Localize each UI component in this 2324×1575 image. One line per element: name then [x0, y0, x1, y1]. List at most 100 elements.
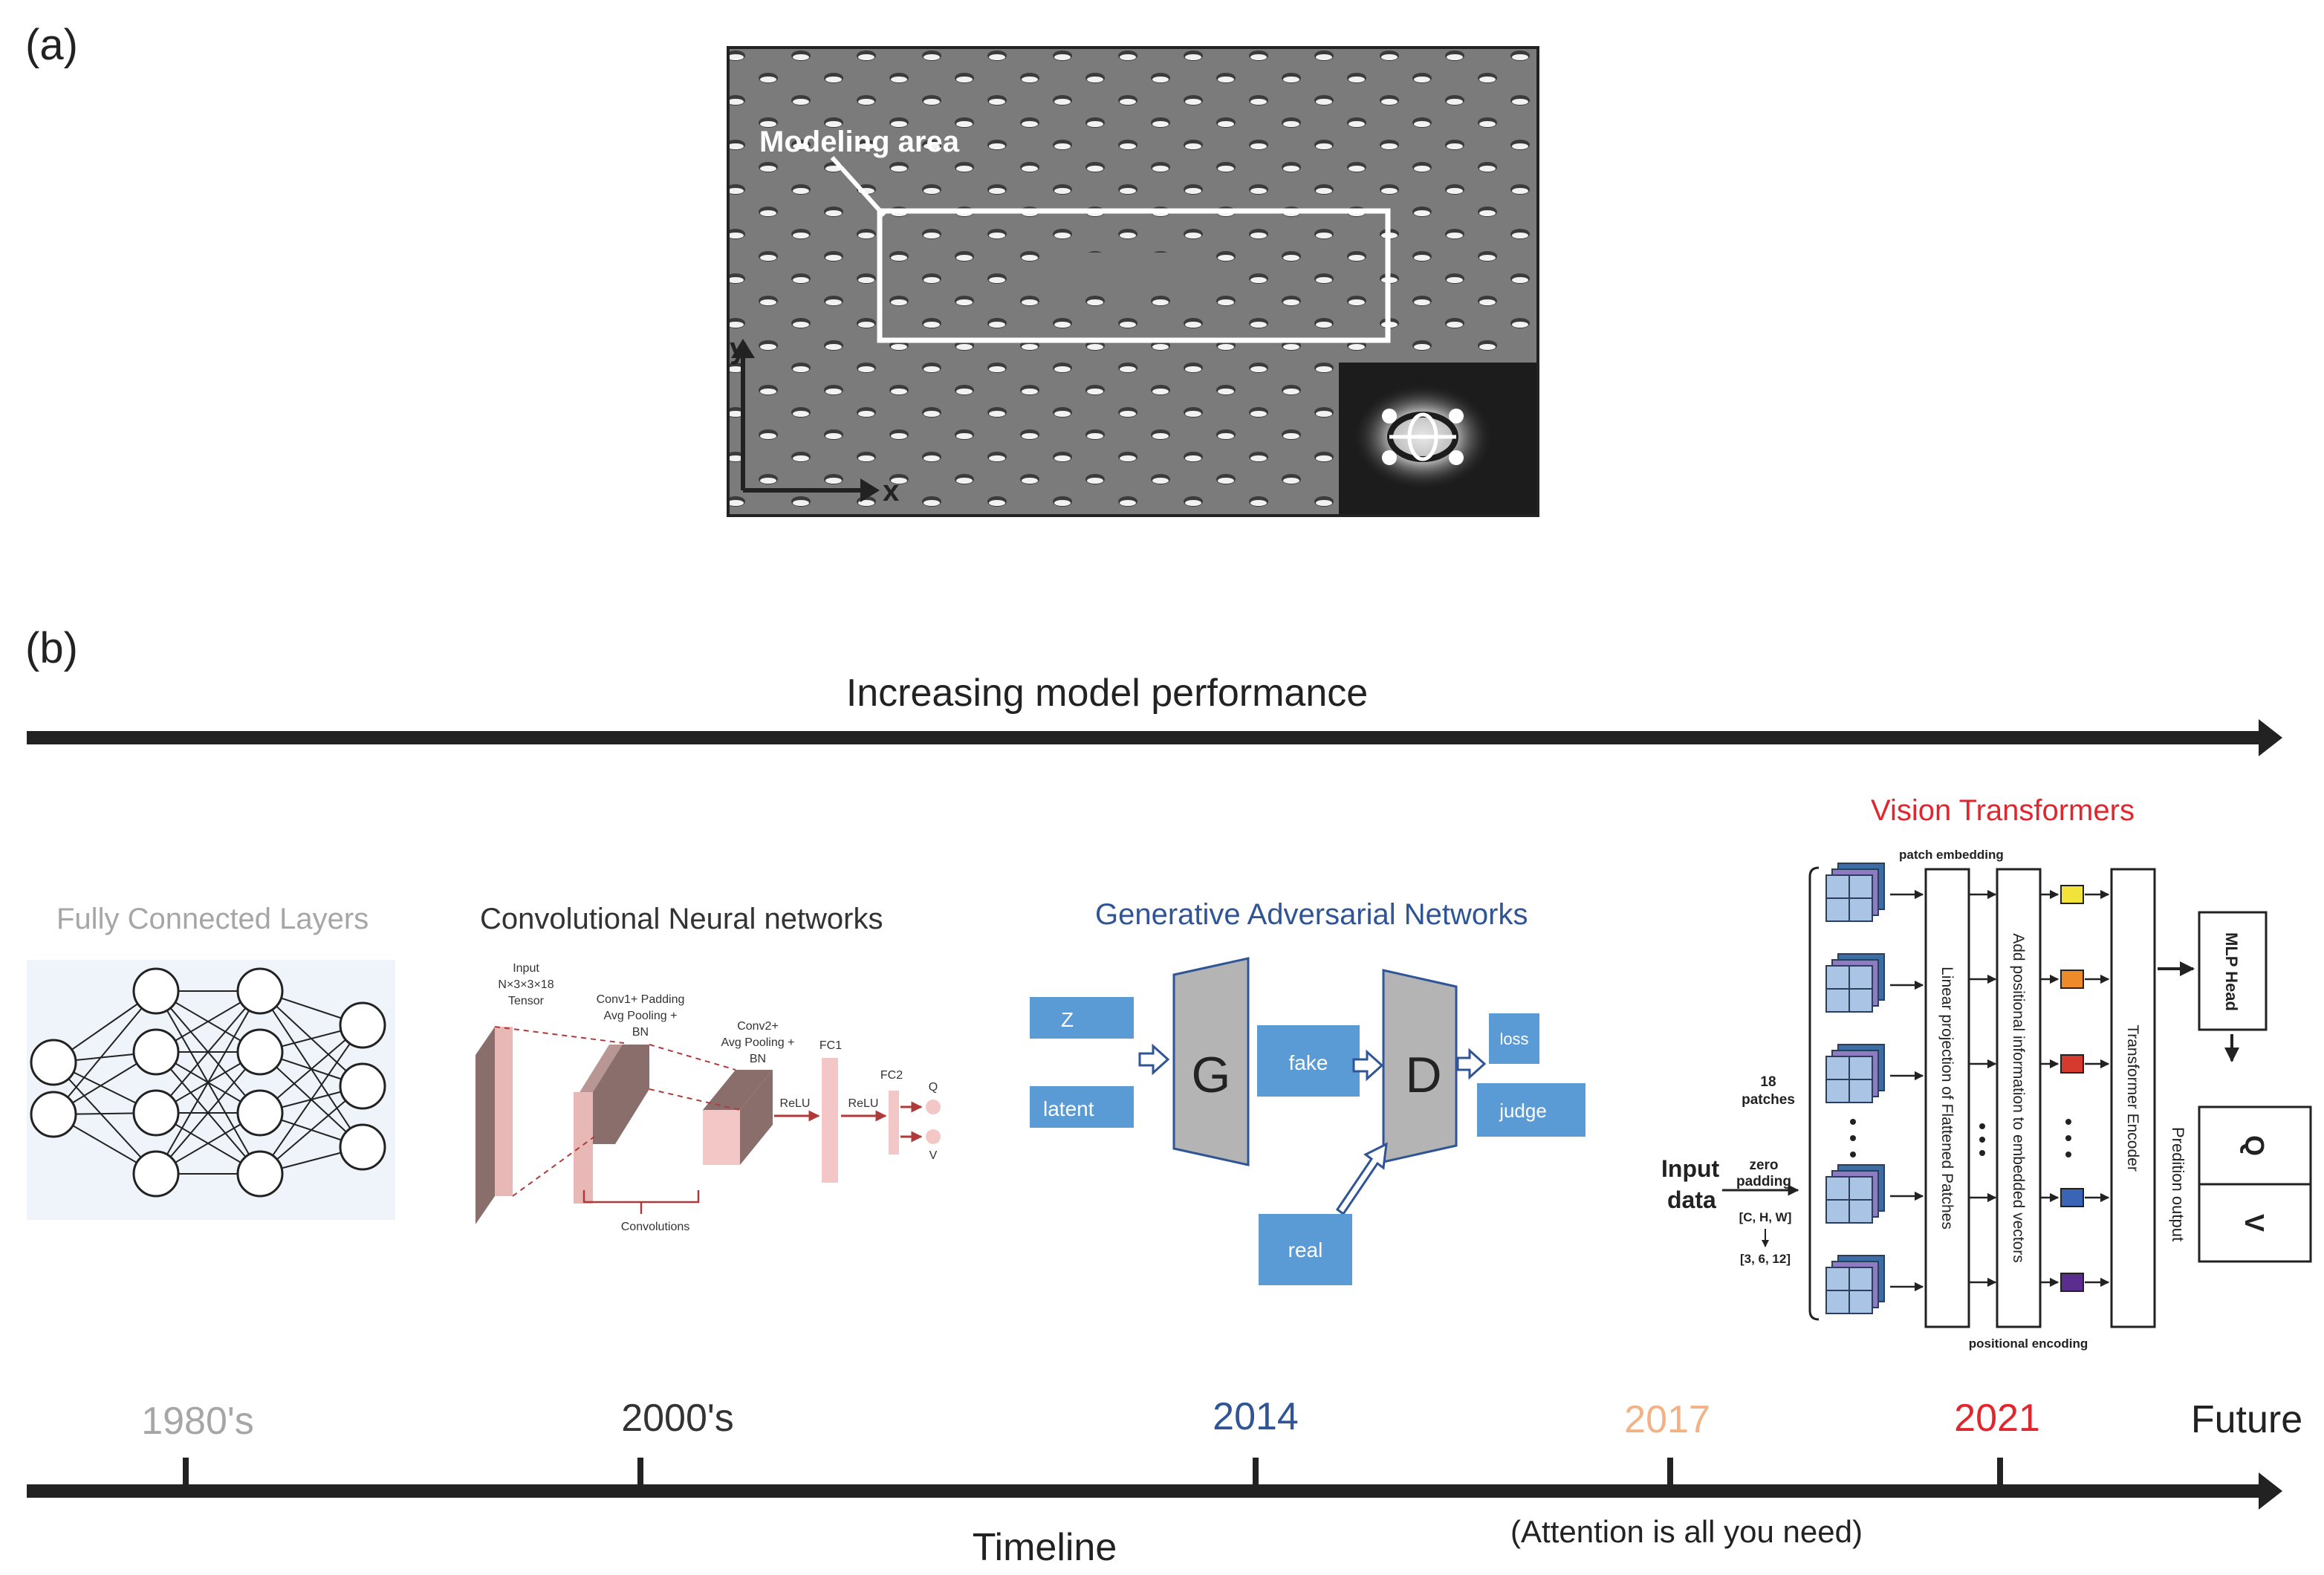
gan-real-box	[1259, 1214, 1352, 1285]
cnn-out-q-label: Q	[929, 1081, 938, 1094]
axis-x-label: x	[883, 475, 899, 507]
fc-neuron	[132, 1089, 180, 1137]
gan-d-label: D	[1405, 1047, 1441, 1103]
vit-dims-label-1: [C, H, W]	[1739, 1210, 1792, 1224]
mode-profile-inset	[1339, 363, 1536, 514]
cnn-input-label-3: Tensor	[508, 995, 545, 1007]
vit-token-row	[1969, 885, 2110, 904]
fc-neuron	[30, 1091, 77, 1138]
vit-linear-projection-box	[1924, 868, 1970, 1328]
vit-mlp-head-box	[2198, 911, 2268, 1031]
modeling-area-box	[877, 208, 1391, 343]
cnn-input-label-1: Input	[513, 962, 539, 975]
vit-token-row	[1969, 970, 2110, 989]
vit-input-label-1: Input	[1661, 1155, 1720, 1182]
vit-token-square	[2060, 1188, 2084, 1207]
fc-edge	[259, 1024, 363, 1175]
cnn-convolutions-brace	[582, 1190, 700, 1214]
fc-edge	[53, 1062, 157, 1175]
cnn-conv2-label-1: Conv2+	[737, 1020, 779, 1033]
cnn-connectors	[494, 1026, 741, 1197]
vit-patch-stacks	[1825, 863, 1924, 1314]
vit-prediction-label: Predition output	[2169, 1127, 2187, 1241]
cnn-relu2-label: ReLU	[848, 1097, 879, 1110]
timeline-tick	[1997, 1458, 2003, 1487]
era-title-cnn: Convolutional Neural networks	[480, 903, 883, 935]
cnn-input-slab	[475, 1027, 513, 1224]
vit-output-v: V	[2239, 1214, 2270, 1232]
cnn-diagram: Input N×3×3×18 Tensor Conv1+ Padding Avg…	[475, 962, 941, 1233]
gan-z-label: Z	[1061, 1008, 1074, 1031]
cnn-conv2-label-3: BN	[750, 1053, 766, 1065]
vit-transformer-encoder-box	[2110, 868, 2156, 1328]
gan-discriminator-shape	[1382, 969, 1458, 1163]
vit-patch-stack	[1825, 953, 1924, 1013]
timeline-ticks	[183, 1458, 2003, 1487]
vit-token-row	[1969, 1273, 2110, 1292]
cnn-fc2-label: FC2	[880, 1069, 903, 1082]
vit-positional-encoding-label: positional encoding	[1969, 1337, 2088, 1351]
fc-neuron	[339, 1123, 386, 1171]
vit-patch-stack	[1825, 1164, 1924, 1224]
fc-edge	[155, 990, 261, 1114]
gan-arrow-to-output	[1456, 1048, 1487, 1080]
vit-dims-label-2: [3, 6, 12]	[1740, 1252, 1791, 1266]
timeline-tick	[1667, 1458, 1673, 1487]
vit-token-square	[2060, 970, 2084, 989]
gan-generator-shape	[1172, 957, 1250, 1166]
cnn-q-node	[926, 1100, 941, 1114]
gan-z-box	[1030, 997, 1134, 1039]
year-label: 1980's	[141, 1400, 254, 1443]
cnn-conv1-slab	[574, 1045, 649, 1204]
vit-patches-label: patches	[1742, 1092, 1795, 1108]
vit-patches-count: 18	[1760, 1074, 1776, 1090]
modeling-area-label: Modeling area	[759, 126, 960, 158]
gan-arrow-real-to-d	[1335, 1142, 1388, 1216]
vit-linear-projection-label: Linear projection of Flattened Patches	[1938, 967, 1955, 1230]
axis-y-label: y	[730, 332, 747, 365]
cnn-conv2-slab	[703, 1070, 773, 1165]
performance-arrow	[27, 719, 2282, 756]
gan-latent-box	[1030, 1086, 1134, 1128]
cnn-fc2-bar	[889, 1091, 899, 1155]
vit-patch-embedding-label: patch embedding	[1899, 848, 2004, 862]
panel-a-tag: (a)	[25, 21, 78, 69]
year-label: 2014	[1213, 1395, 1299, 1438]
year-label: 2021	[1954, 1397, 2040, 1440]
year-label: Future	[2191, 1398, 2302, 1441]
fc-neuron	[132, 1028, 180, 1076]
vit-token-rows	[1969, 885, 2110, 1292]
cnn-out-v-label: V	[929, 1149, 938, 1162]
vit-patch-dots	[1850, 1119, 1856, 1157]
gan-g-label: G	[1192, 1047, 1231, 1103]
vit-token-row	[1969, 1188, 2110, 1207]
timeline-tick	[637, 1458, 643, 1487]
fc-neuron	[132, 1150, 180, 1198]
fc-nodes	[30, 967, 386, 1198]
vit-token-square	[2060, 1273, 2084, 1292]
vit-patches-brace	[1808, 866, 1820, 1321]
cnn-conv2-label-2: Avg Pooling +	[721, 1036, 795, 1049]
vit-token-row	[1969, 1054, 2110, 1074]
year-label: 2000's	[621, 1397, 734, 1440]
xy-axes: y x	[730, 332, 899, 507]
gan-fake-label: fake	[1289, 1051, 1328, 1074]
gan-judge-box	[1477, 1083, 1585, 1137]
era-title-fcl: Fully Connected Layers	[56, 903, 369, 935]
vit-add-position-box	[1996, 868, 2042, 1328]
gan-arrow-to-g	[1138, 1043, 1170, 1076]
panel-b-tag: (b)	[25, 624, 78, 672]
cnn-conv1-label-1: Conv1+ Padding	[597, 993, 685, 1006]
vit-zero-label-1: zero	[1749, 1157, 1778, 1173]
vit-zero-label-2: padding	[1736, 1174, 1791, 1189]
vit-output-q: Q	[2239, 1135, 2270, 1156]
vit-patch-stack	[1825, 1044, 1924, 1103]
vit-input-label-2: data	[1667, 1186, 1716, 1213]
modeling-area-pointer	[830, 155, 886, 218]
fc-edge	[155, 1051, 261, 1175]
vit-transformer-encoder-label: Transformer Encoder	[2124, 1024, 2141, 1172]
vit-add-position-label: Add positional information to embedded v…	[2010, 933, 2027, 1263]
vit-mlp-head-label: MLP Head	[2222, 932, 2241, 1011]
vit-token-square	[2060, 1054, 2084, 1074]
